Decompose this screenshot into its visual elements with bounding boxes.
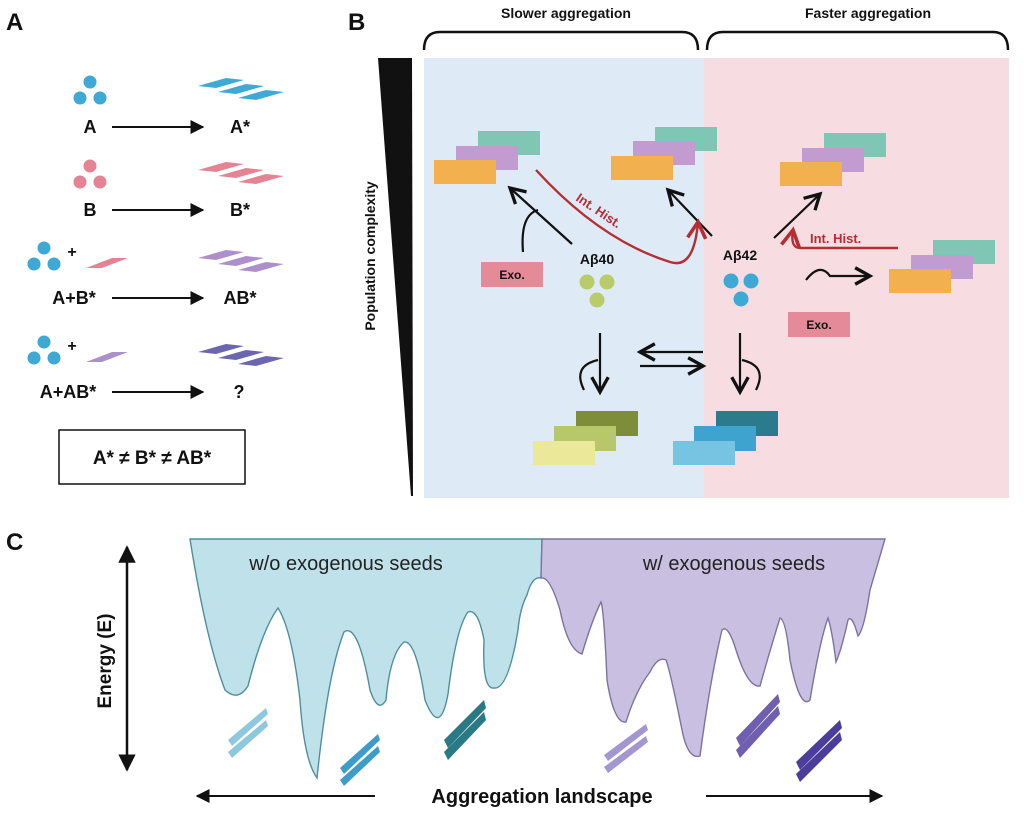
fibril-glyph-teal-icon	[444, 700, 486, 760]
energy-axis-label: Energy (E)	[95, 613, 116, 708]
reaction-a-plus-b-star: + A+B* AB*	[27, 241, 284, 308]
slower-aggregation-label: Slower aggregation	[501, 5, 631, 21]
fibril-b-star-icon	[198, 162, 284, 184]
reactant-label: A+AB*	[40, 382, 97, 402]
slower-bracket	[422, 30, 700, 51]
int-hist-arrow-left	[535, 169, 698, 265]
product-label: ?	[234, 382, 245, 402]
mixed-fibril-stack-1	[434, 131, 540, 184]
monomer-a-icon	[27, 241, 61, 271]
mixed-fibril-stack-2	[611, 127, 717, 180]
product-label: B*	[230, 200, 250, 220]
fibril-glyph-indigo-icon	[796, 720, 842, 782]
fibril-glyph-light-cyan-icon	[228, 708, 268, 758]
summary-text: A* ≠ B* ≠ AB*	[93, 448, 212, 469]
fibril-unknown-icon	[198, 344, 284, 366]
reaction-b: B B*	[73, 159, 284, 220]
ab40-fibril-stack	[533, 411, 638, 465]
exo-to-stack4-arrow	[805, 270, 870, 280]
ab42-label: Aβ42	[723, 247, 757, 263]
panel-b: B Slower aggregation Faster aggregation …	[348, 5, 1010, 498]
ab40-label: Aβ40	[580, 251, 614, 267]
aggregation-landscape-label: Aggregation landscape	[431, 786, 652, 808]
ab42-monomer-icon	[723, 273, 759, 307]
fibril-b-seed-icon	[86, 258, 128, 268]
population-complexity-label: Population complexity	[362, 181, 378, 331]
reactant-label: A+B*	[52, 288, 96, 308]
ab42-self-loop	[741, 358, 761, 391]
ab42-fibril-stack	[673, 411, 778, 465]
landscape-with-seeds	[540, 538, 886, 758]
landscape-without-seeds	[189, 538, 543, 780]
panel-c-letter: C	[6, 529, 23, 556]
reactant-label: B	[84, 200, 97, 220]
ab40-to-stack1-arrow	[510, 188, 573, 245]
mixed-fibril-stack-3	[780, 133, 886, 186]
product-label: AB*	[223, 288, 256, 308]
exo-box-right	[788, 312, 850, 337]
monomer-b-icon	[73, 159, 107, 189]
panel-a: A A A* B B*	[6, 9, 284, 485]
fibril-glyph-lavender-icon	[604, 724, 648, 773]
fibril-a-star-icon	[198, 78, 284, 100]
reaction-a: A A*	[73, 75, 284, 137]
ab40-monomer-icon	[579, 274, 615, 308]
mixed-fibril-stack-4	[889, 240, 995, 293]
reaction-a-plus-ab-star: + A+AB* ?	[27, 335, 284, 402]
reactant-label: A	[84, 117, 97, 137]
int-hist-arrow-right	[792, 230, 898, 250]
faster-bracket	[705, 30, 1010, 51]
monomer-a-icon	[27, 335, 61, 365]
summary-box	[58, 429, 246, 485]
fibril-glyph-violet-icon	[736, 694, 780, 758]
fibril-ab-star-icon	[198, 250, 284, 272]
complexity-wedge-icon	[378, 58, 413, 496]
ab40-self-loop	[579, 358, 599, 391]
without-seeds-label: w/o exogenous seeds	[248, 553, 442, 575]
int-hist-label-right: Int. Hist.	[810, 231, 861, 246]
with-seeds-label: w/ exogenous seeds	[642, 553, 825, 575]
fibril-ab-seed-icon	[86, 352, 128, 362]
panel-c: C Energy (E) w/o exogenous seeds w/ exog…	[6, 529, 886, 808]
plus-sign: +	[67, 244, 76, 261]
monomer-a-icon	[73, 75, 107, 105]
exo-box-left	[481, 262, 543, 287]
fibril-glyph-blue-icon	[340, 734, 380, 786]
plus-sign: +	[67, 338, 76, 355]
exo-curve-left	[521, 208, 539, 253]
product-label: A*	[230, 117, 250, 137]
faster-aggregation-label: Faster aggregation	[805, 5, 931, 21]
panel-a-letter: A	[6, 9, 23, 36]
exo-label-right: Exo.	[806, 318, 831, 332]
exo-label-left: Exo.	[499, 268, 524, 282]
panel-b-letter: B	[348, 9, 365, 36]
